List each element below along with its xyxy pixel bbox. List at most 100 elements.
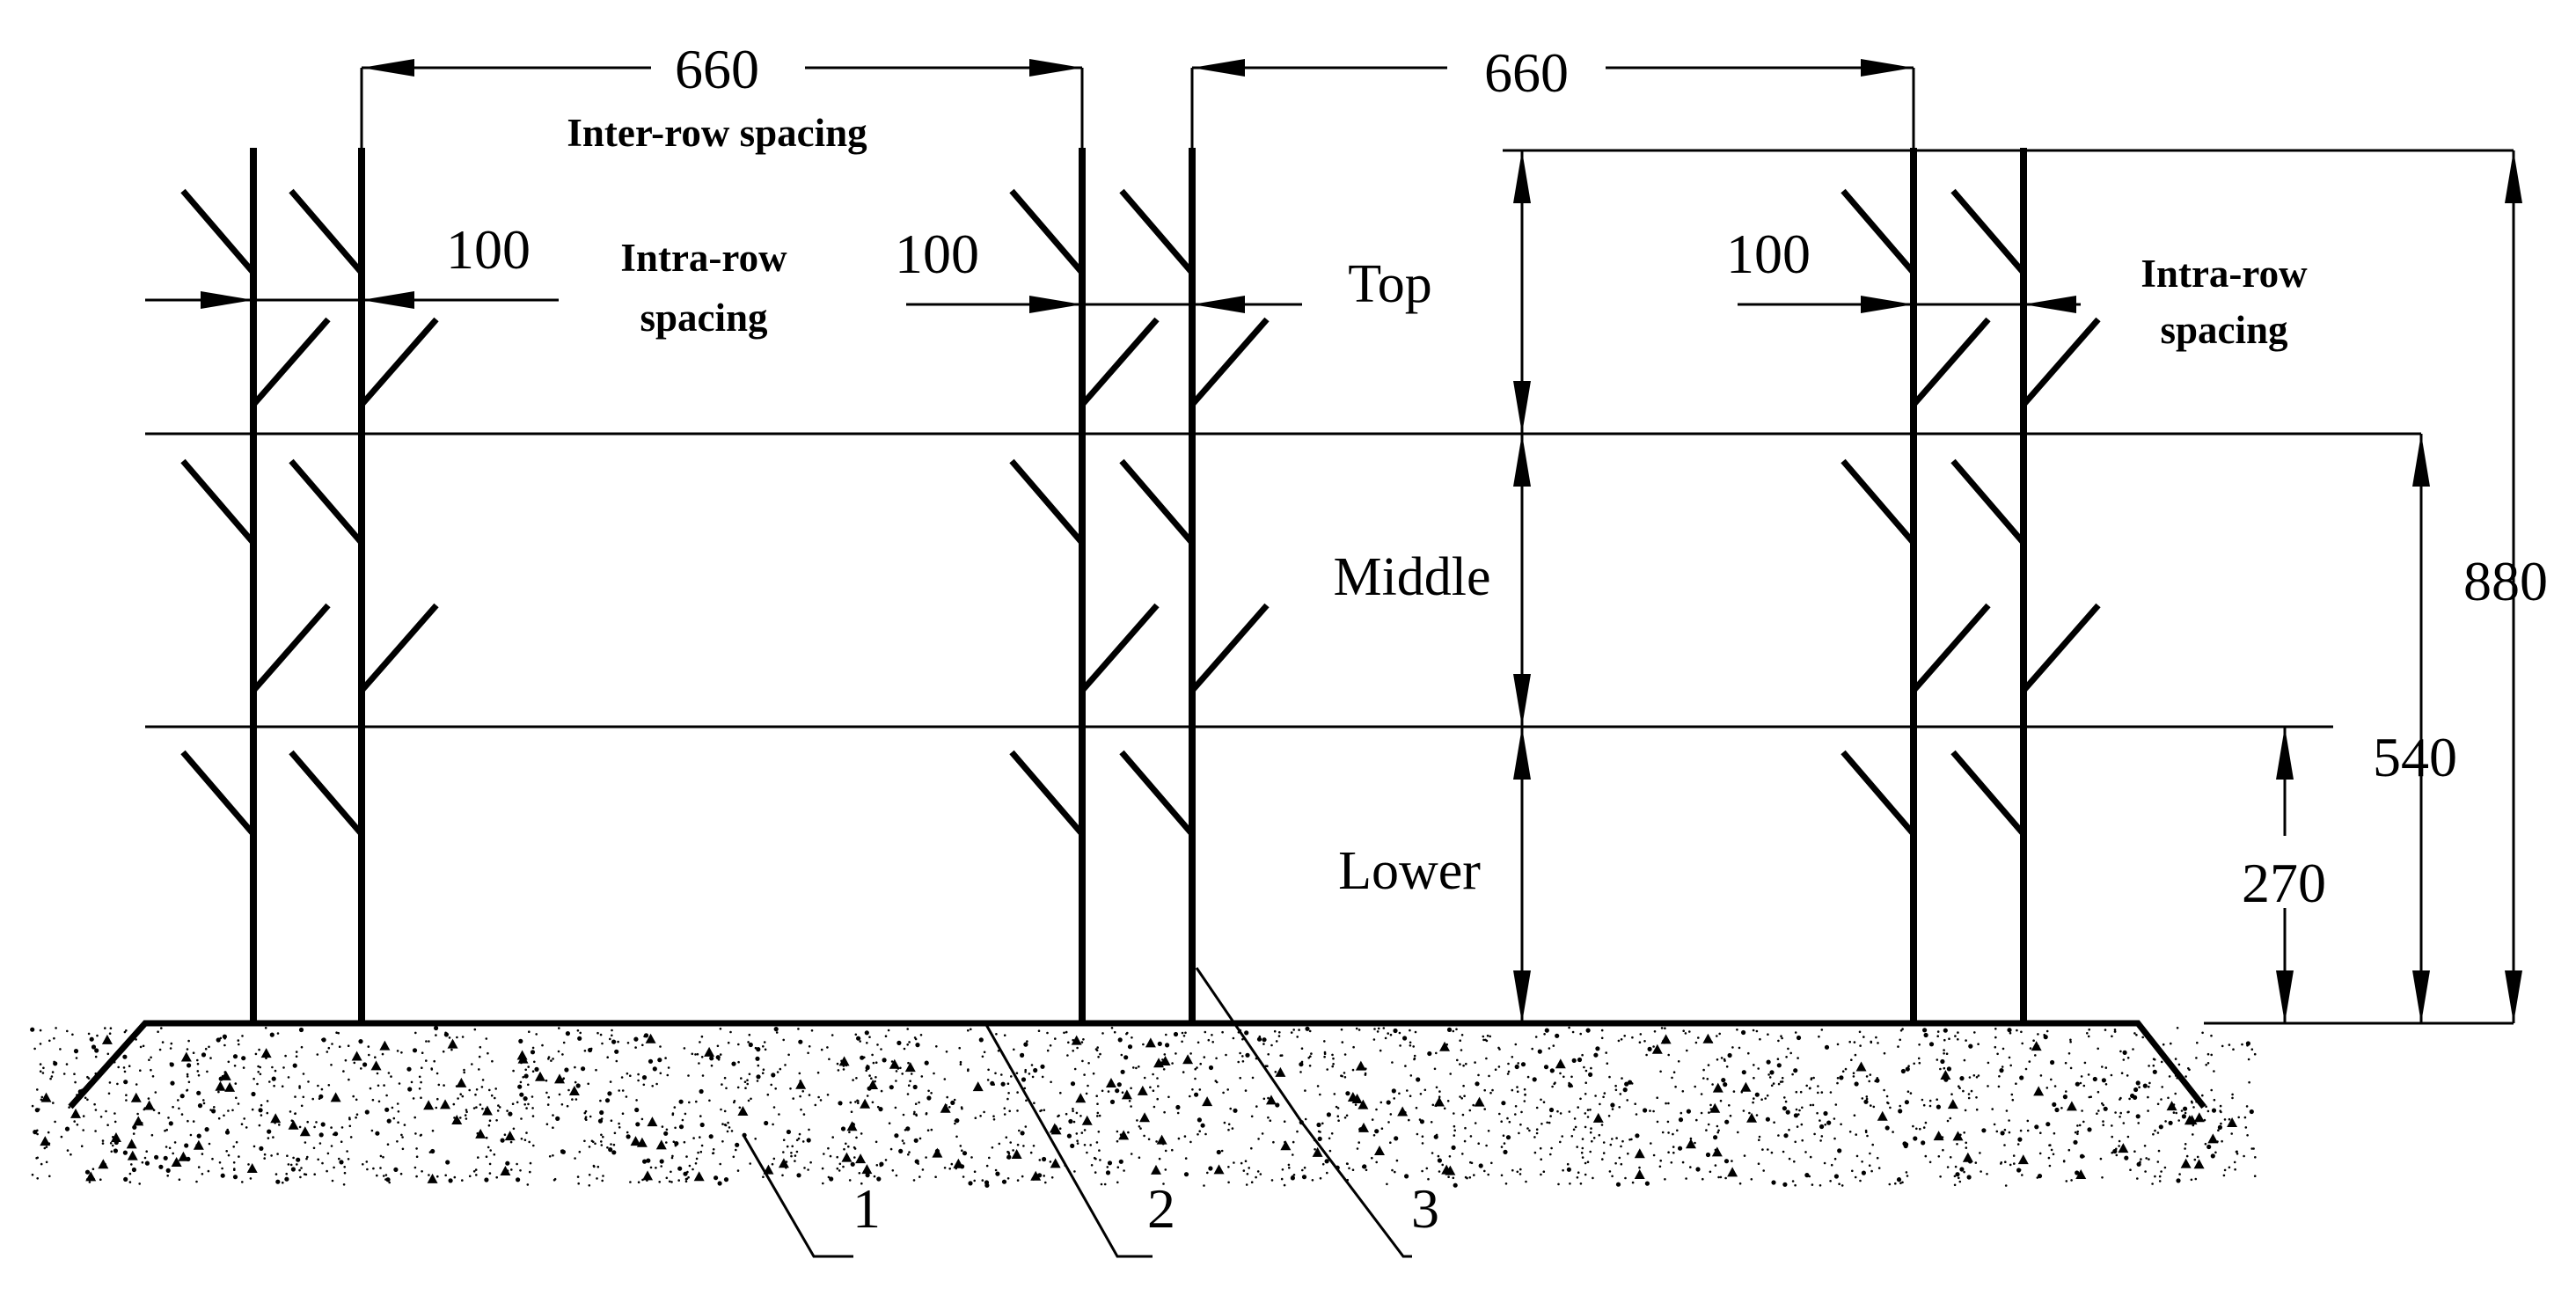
soil-speck: [68, 1106, 70, 1109]
soil-speck: [2114, 1111, 2117, 1114]
soil-speck: [894, 1106, 897, 1109]
soil-speck: [1796, 1035, 1802, 1041]
soil-speck: [1540, 1173, 1542, 1176]
soil-speck: [1579, 1032, 1582, 1036]
soil-speck: [1602, 1141, 1606, 1144]
soil-speck: [1853, 1041, 1856, 1043]
soil-speck: [1241, 1037, 1244, 1041]
soil-speck: [1130, 1087, 1132, 1090]
soil-speck: [320, 1087, 324, 1091]
soil-speck: [1686, 1049, 1688, 1052]
soil-speck: [1498, 1048, 1501, 1051]
soil-speck: [609, 1037, 611, 1041]
soil-speck: [1833, 1117, 1836, 1120]
soil-speck: [684, 1177, 688, 1181]
soil-pebble: [2066, 1101, 2077, 1111]
soil-speck: [1870, 1104, 1872, 1107]
soil-speck: [221, 1167, 223, 1170]
soil-speck: [685, 1155, 688, 1158]
soil-speck: [756, 1080, 759, 1082]
soil-speck: [147, 1097, 150, 1100]
soil-speck: [1451, 1145, 1456, 1150]
soil-speck: [161, 1041, 165, 1043]
soil-pebble: [2166, 1101, 2177, 1111]
soil-speck: [1487, 1130, 1490, 1132]
soil-speck: [330, 1145, 333, 1147]
soil-speck: [854, 1101, 857, 1103]
soil-speck: [418, 1087, 421, 1090]
soil-pebble: [1030, 1170, 1042, 1181]
soil-speck: [1737, 1131, 1739, 1134]
soil-speck: [1584, 1093, 1587, 1095]
soil-speck: [1379, 1101, 1383, 1104]
soil-speck: [362, 1062, 368, 1067]
soil-speck: [2184, 1147, 2186, 1150]
soil-speck: [2247, 1058, 2250, 1061]
soil-speck: [1488, 1074, 1490, 1078]
soil-speck: [1708, 1111, 1710, 1114]
soil-speck: [1351, 1168, 1355, 1171]
soil-speck: [2110, 1073, 2113, 1077]
soil-pebble: [440, 1099, 451, 1109]
soil-speck: [1742, 1109, 1745, 1112]
soil-speck: [1317, 1136, 1322, 1141]
soil-speck: [2139, 1161, 2141, 1163]
soil-speck: [629, 1181, 632, 1183]
plant-branch-left: [1841, 458, 1916, 545]
soil-speck: [814, 1103, 817, 1107]
soil-speck: [958, 1046, 961, 1050]
soil-speck: [1456, 1058, 1459, 1062]
soil-speck: [2003, 1144, 2006, 1146]
soil-speck: [1958, 1180, 1962, 1183]
plant-branch-left: [1009, 188, 1085, 275]
soil-speck: [372, 1167, 375, 1170]
soil-speck: [548, 1155, 552, 1158]
soil-speck: [1811, 1103, 1815, 1107]
soil-speck: [141, 1161, 144, 1164]
soil-speck: [1624, 1081, 1629, 1087]
soil-speck: [1063, 1031, 1065, 1035]
soil-speck: [1728, 1104, 1731, 1107]
soil-speck: [1427, 1177, 1430, 1181]
soil-speck: [266, 1111, 269, 1115]
soil-speck: [945, 1051, 948, 1053]
soil-speck: [1182, 1071, 1185, 1073]
soil-speck: [919, 1034, 923, 1036]
soil-speck: [1514, 1113, 1517, 1116]
soil-speck: [1928, 1161, 1932, 1164]
soil-speck: [1682, 1029, 1685, 1032]
soil-speck: [1153, 1105, 1156, 1109]
soil-speck: [879, 1164, 882, 1168]
soil-speck: [300, 1104, 304, 1108]
soil-speck: [715, 1055, 721, 1060]
soil-speck: [1307, 1057, 1310, 1059]
soil-speck: [1358, 1141, 1360, 1144]
soil-speck: [673, 1106, 677, 1109]
soil-speck: [475, 1088, 479, 1091]
soil-speck: [611, 1029, 613, 1032]
soil-speck: [346, 1150, 348, 1153]
soil-speck: [1054, 1037, 1057, 1040]
soil-speck: [1517, 1062, 1519, 1065]
soil-speck: [2245, 1105, 2249, 1108]
soil-speck: [606, 1056, 609, 1058]
soil-speck: [2048, 1164, 2052, 1168]
soil-speck: [1524, 1094, 1526, 1096]
soil-speck: [600, 1133, 603, 1137]
soil-speck: [950, 1162, 954, 1166]
soil-speck: [317, 1084, 319, 1087]
soil-speck: [1226, 1088, 1229, 1091]
soil-speck: [123, 1080, 128, 1085]
soil-speck: [1460, 1034, 1464, 1036]
soil-speck: [1090, 1164, 1094, 1167]
intra-row-value-right: 100: [1726, 223, 1811, 285]
soil-speck: [2184, 1075, 2187, 1078]
soil-speck: [99, 1116, 103, 1118]
soil-speck: [1738, 1046, 1741, 1050]
soil-speck: [196, 1062, 200, 1065]
soil-speck: [842, 1068, 845, 1071]
soil-speck: [2148, 1065, 2150, 1067]
soil-speck: [31, 1173, 34, 1176]
soil-speck: [1750, 1178, 1753, 1181]
soil-speck: [1376, 1030, 1379, 1033]
